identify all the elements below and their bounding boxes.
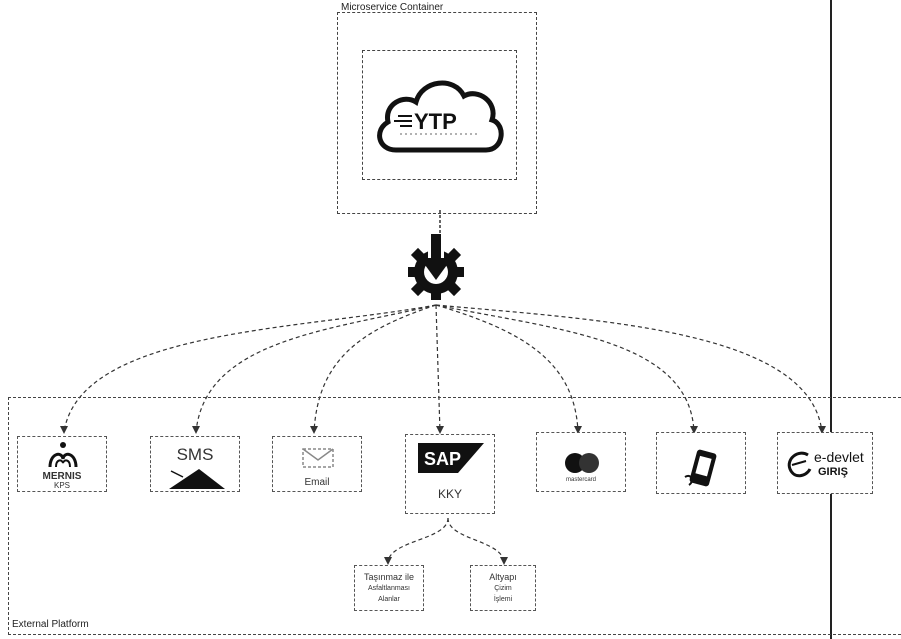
kky-caption: KKY <box>437 487 462 501</box>
edevlet-logo-sub: GIRIŞ <box>818 466 848 478</box>
sub-service-1: Taşınmaz ile Asfaltlanması Alanlar <box>354 565 424 611</box>
mastercard-logo-icon <box>565 453 599 473</box>
mastercard-logo-text: mastercard <box>565 477 596 483</box>
sub-service-1-line2: Asfaltlanması <box>367 585 411 592</box>
edevlet-logo-text: e-devlet <box>814 449 864 465</box>
kps-logo-text: MERNIS <box>42 471 82 482</box>
service-kps: MERNIS KPS <box>17 436 107 492</box>
ytp-logo-text: YTP <box>414 109 457 134</box>
sub-service-1-line3: Alanlar <box>378 596 400 603</box>
email-icon <box>302 448 334 468</box>
sub-service-2: Altyapı Çizim İşlemi <box>470 565 536 611</box>
gear-arrow-icon <box>408 234 464 300</box>
external-platform-title: External Platform <box>12 619 89 630</box>
sap-logo-text: SAP <box>424 449 461 469</box>
service-kky: SAP KKY <box>405 434 495 514</box>
sub-service-1-line1: Taşınmaz ile <box>363 572 415 582</box>
external-platform-container <box>8 397 901 635</box>
mobile-payment-icon <box>684 449 717 487</box>
service-edevlet: e-devlet GIRIŞ <box>777 432 873 494</box>
sap-logo-icon: SAP <box>418 443 484 473</box>
service-mobile <box>656 432 746 494</box>
microservice-container <box>337 12 537 214</box>
ytp-inner-box <box>362 50 517 180</box>
ytp-cloud-logo: YTP <box>377 80 504 153</box>
sub-service-2-line3: İşlemi <box>493 596 513 603</box>
sub-service-2-line2: Çizim <box>494 585 512 592</box>
sub-service-2-line1: Altyapı <box>489 572 517 582</box>
sms-logo-text: SMS <box>176 445 214 464</box>
mernis-logo-icon <box>48 442 78 468</box>
email-caption: Email <box>304 477 330 488</box>
service-email: Email <box>272 436 362 492</box>
service-sms: SMS <box>150 436 240 492</box>
right-edge-line <box>830 0 832 639</box>
kps-caption: KPS <box>53 481 70 490</box>
sms-mountain-icon <box>169 469 225 489</box>
edevlet-logo-icon <box>787 451 812 478</box>
service-mastercard: mastercard <box>536 432 626 492</box>
microservice-container-title: Microservice Container <box>341 2 444 13</box>
